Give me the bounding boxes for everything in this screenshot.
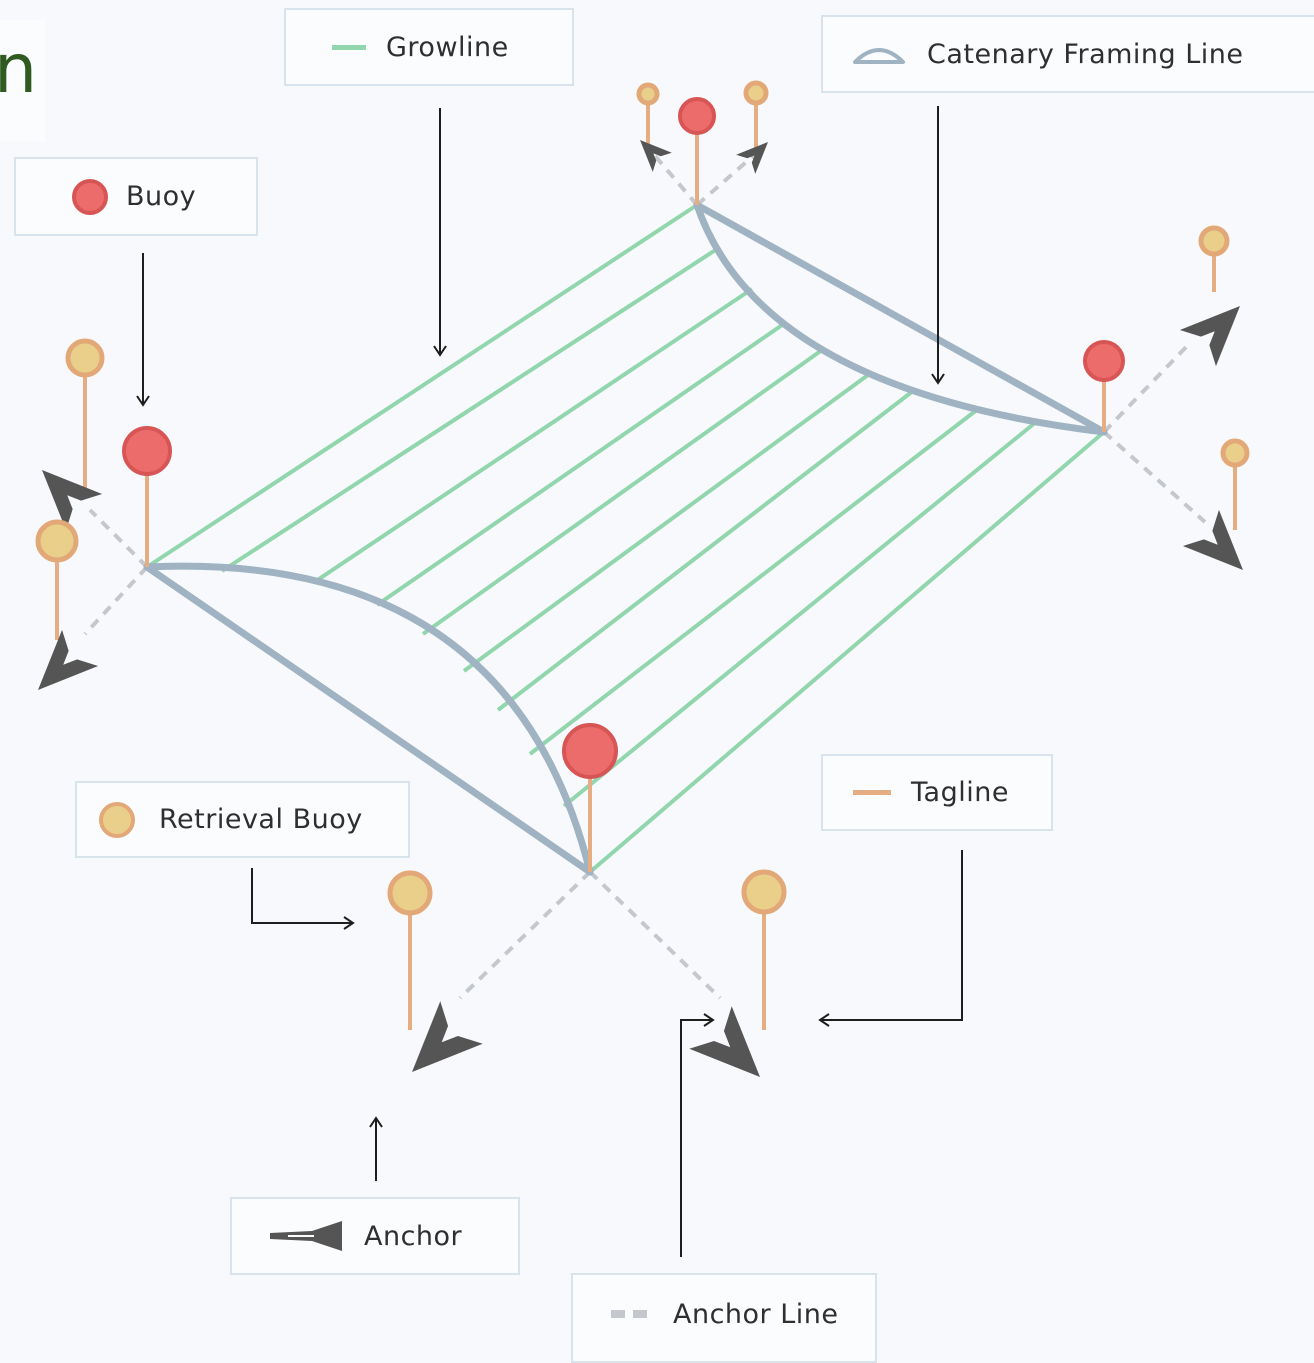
growline — [562, 420, 1038, 808]
growline — [421, 348, 824, 636]
tagline-swatch-icon — [853, 790, 891, 795]
retrieval-buoy — [35, 519, 79, 563]
anchor-icon — [1179, 306, 1240, 367]
legend-growline-label: Growline — [386, 31, 509, 63]
anchor-icon — [640, 140, 672, 172]
buoys — [122, 97, 1125, 779]
legend-retrieval-buoy-label: Retrieval Buoy — [159, 804, 363, 835]
legend-growline: Growline — [284, 8, 574, 86]
growline — [314, 287, 754, 583]
legend-tagline-label: Tagline — [911, 777, 1009, 808]
framing-line-bottom — [143, 563, 594, 876]
legend-tagline: Tagline — [821, 754, 1053, 831]
buoy — [1083, 340, 1125, 382]
anchor-icon — [1182, 509, 1243, 570]
retrieval-buoy — [387, 870, 433, 916]
buoy — [678, 97, 716, 135]
retrieval-buoy-swatch-icon — [99, 801, 135, 838]
framing-line-top-curve — [693, 201, 1108, 436]
title-fragment: n — [0, 20, 45, 142]
anchor-lines — [83, 148, 1207, 1000]
growline — [220, 247, 719, 573]
anchors — [38, 140, 1243, 1077]
anchor-icon — [689, 1006, 760, 1077]
anchor-icon — [42, 470, 103, 531]
anchor-line-pointer-arrow — [680, 1013, 715, 1257]
retrieval-buoy — [636, 82, 660, 106]
retrieval-buoy — [1220, 438, 1250, 468]
title-fragment-text: n — [0, 30, 38, 109]
buoy — [562, 723, 618, 779]
growline-swatch-icon — [332, 44, 366, 50]
legend-catenary: Catenary Framing Line — [821, 15, 1314, 93]
legend-retrieval-buoy: Retrieval Buoy — [75, 781, 410, 858]
anchor-swatch-icon — [270, 1221, 342, 1251]
retrieval-buoy — [743, 80, 769, 106]
buoy — [122, 426, 172, 476]
anchor-line-swatch-icon — [611, 1310, 651, 1318]
anchor-icon — [38, 629, 99, 690]
growlines — [145, 203, 1106, 874]
anchor-line — [1102, 341, 1192, 434]
pointer-arrows — [136, 106, 963, 1257]
growline — [375, 321, 787, 607]
anchor-line — [695, 148, 762, 207]
retrieval-buoy — [1198, 225, 1230, 257]
tagline-pointer-arrow — [818, 850, 963, 1027]
anchor-icon — [412, 1001, 483, 1072]
anchor-line — [588, 870, 722, 1000]
framing-line-bottom-curve — [143, 562, 594, 876]
retrieval-buoy — [65, 338, 105, 378]
anchor-line — [1102, 430, 1207, 524]
framing-line-top — [693, 201, 1108, 436]
retrieval-buoy-pointer-arrow — [251, 868, 355, 930]
anchor-line — [458, 870, 592, 1000]
legend-catenary-label: Catenary Framing Line — [927, 38, 1244, 70]
catenary-framing-lines — [143, 201, 1108, 876]
anchor-line — [88, 508, 149, 569]
legend-anchor-line: Anchor Line — [571, 1273, 877, 1363]
legend-anchor-line-label: Anchor Line — [673, 1299, 839, 1330]
legend-buoy-label: Buoy — [126, 181, 197, 212]
buoy-swatch-icon — [72, 178, 108, 215]
growline — [528, 407, 980, 756]
growline — [588, 430, 1106, 874]
legend-anchor-label: Anchor — [364, 1220, 463, 1252]
growline — [496, 389, 915, 712]
legend-buoy: Buoy — [14, 157, 258, 236]
retrieval-buoys — [35, 80, 1250, 916]
anchor-icon — [736, 142, 768, 174]
legend-anchor: Anchor — [230, 1197, 520, 1275]
anchor-line — [83, 565, 149, 636]
anchor-line — [648, 148, 699, 207]
growline — [462, 373, 870, 673]
catenary-swatch-icon — [853, 48, 905, 64]
retrieval-buoy — [741, 869, 787, 915]
growline — [145, 203, 699, 569]
